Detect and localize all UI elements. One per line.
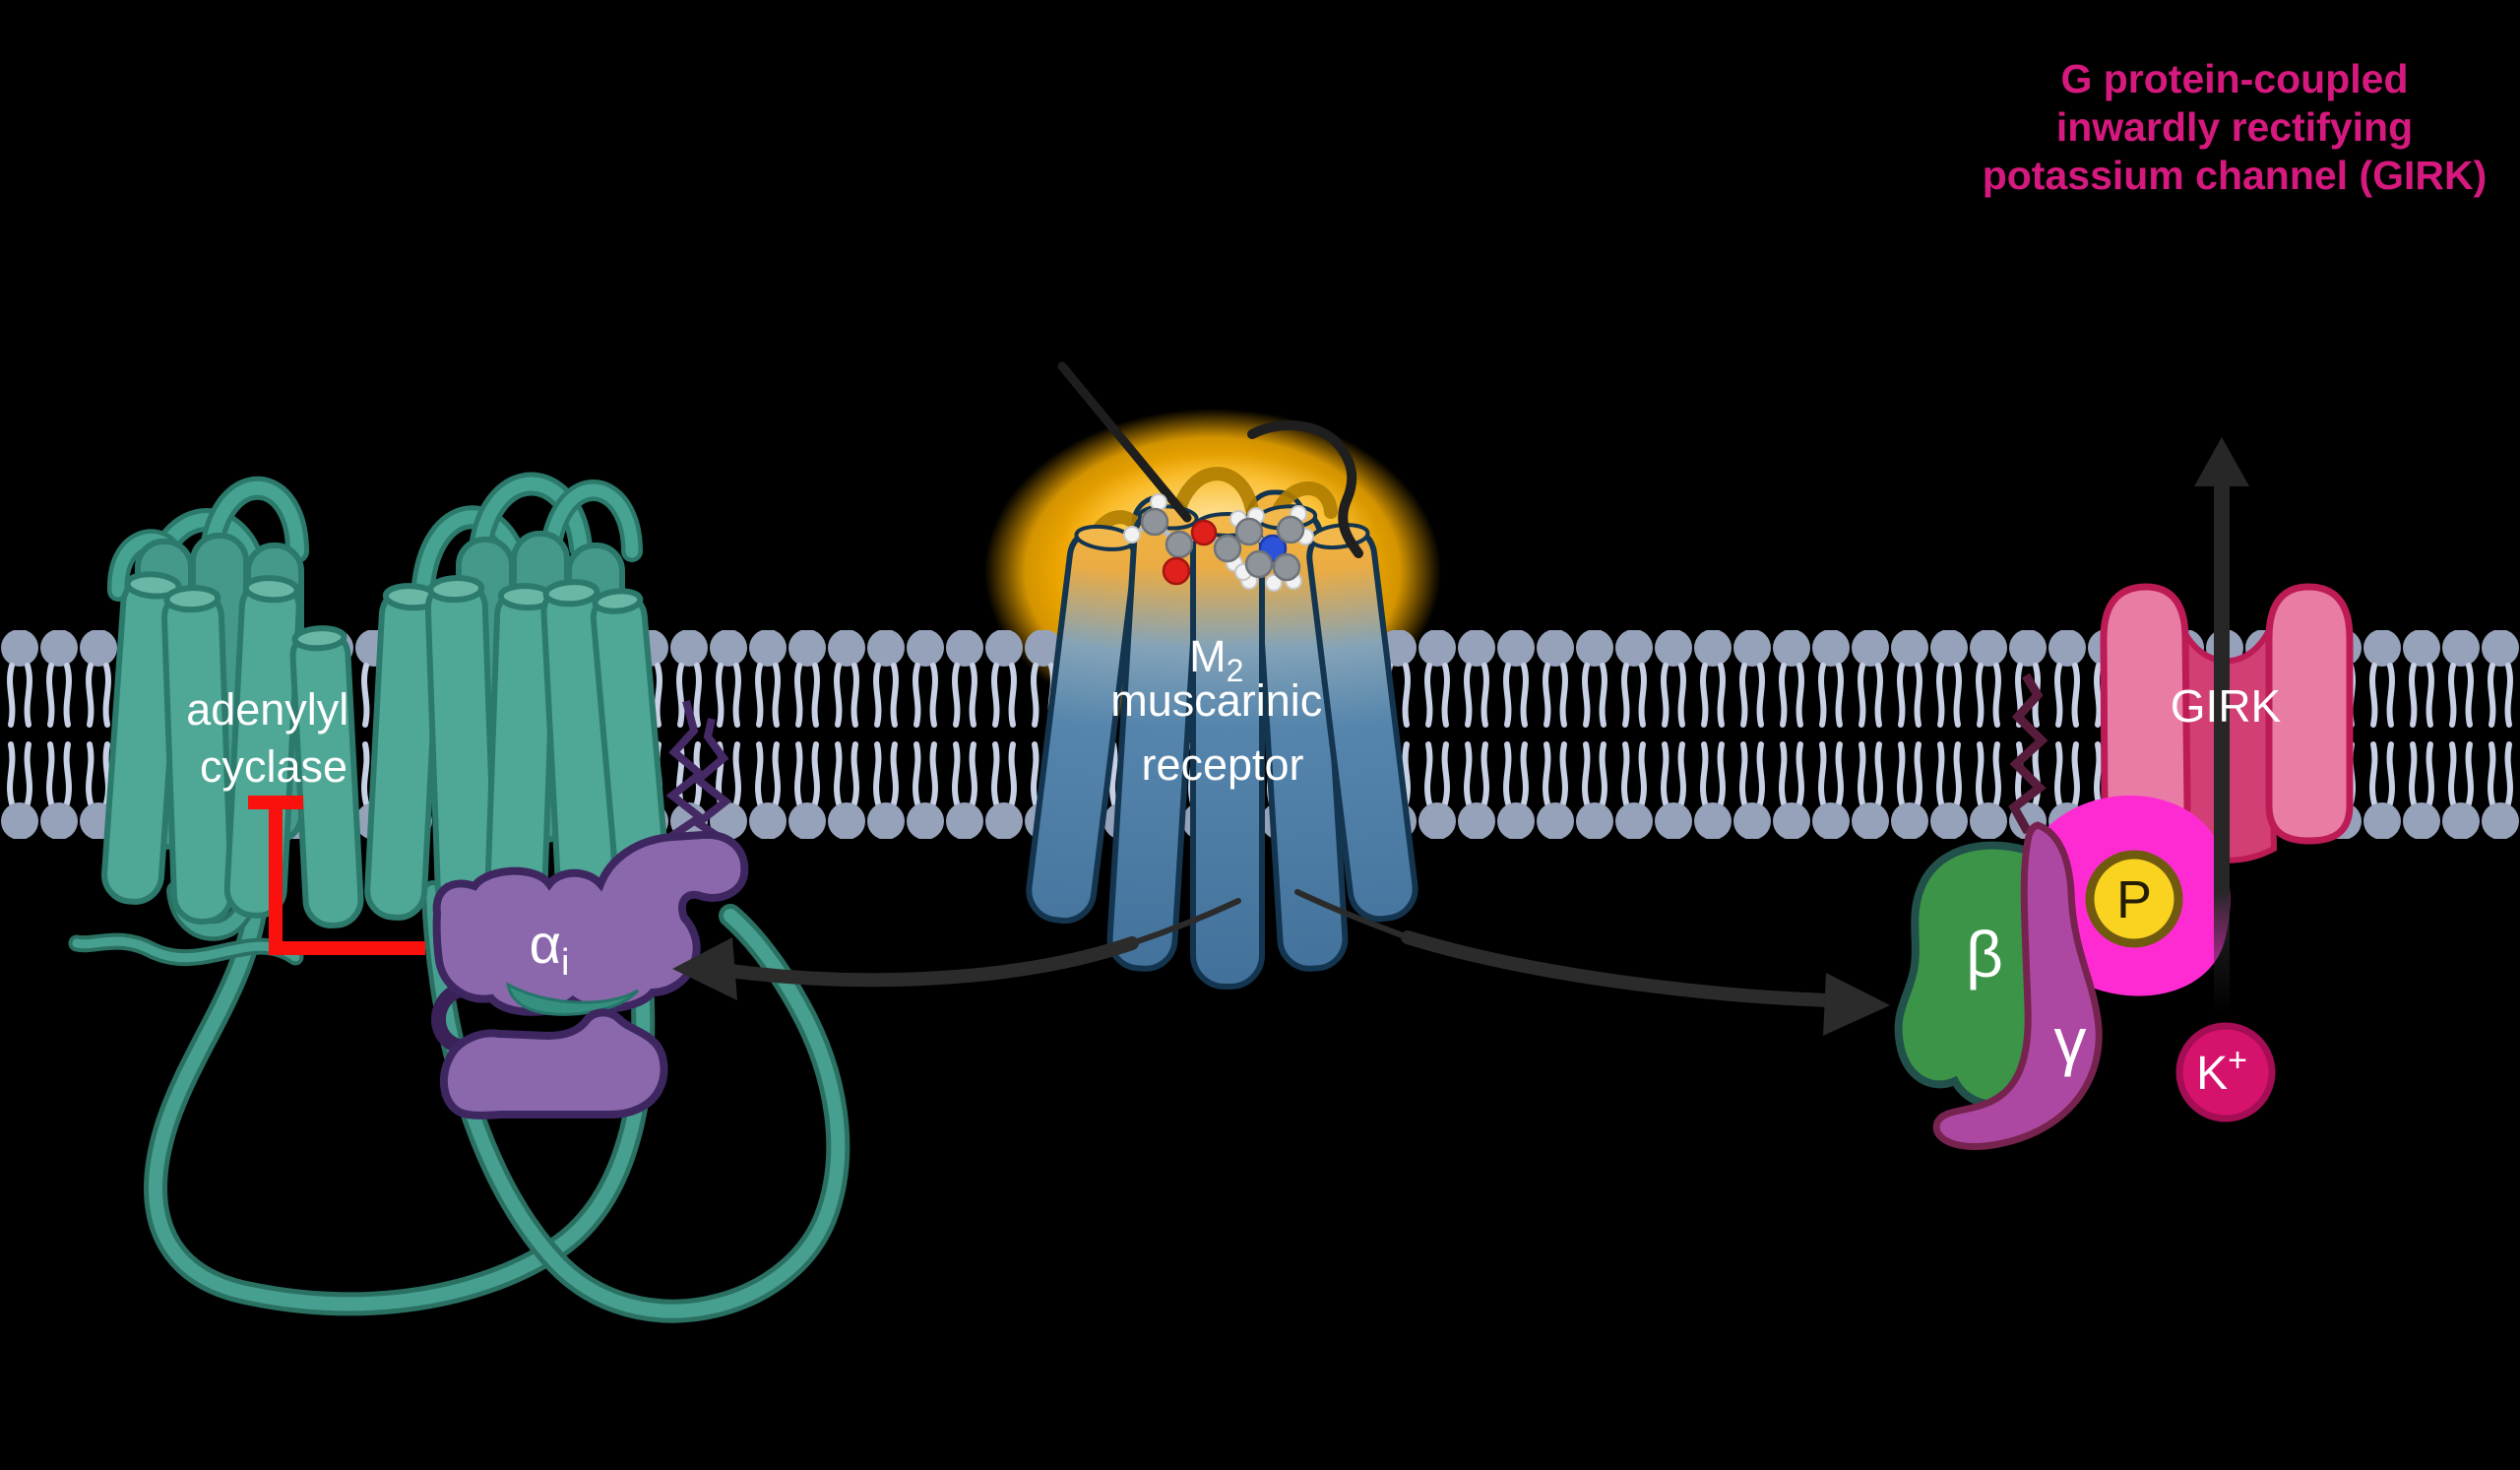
oxygen-atom <box>1190 519 1218 546</box>
potassium-ion <box>2175 1022 2276 1122</box>
hydrogen-atoms <box>1123 493 1314 592</box>
activation-arrow-left <box>672 898 1241 1000</box>
receptor-n-terminus-hook <box>1247 420 1363 558</box>
carbon-atom <box>1140 507 1169 537</box>
label-phosphate: P <box>2116 870 2152 929</box>
label-potassium: K+ <box>2196 1042 2247 1100</box>
activation-arrow-right <box>1294 889 1890 1036</box>
g-gamma-subunit <box>1932 821 2103 1151</box>
title-line-2: inwardly rectifying <box>2055 104 2414 150</box>
label-g-alpha: αi <box>530 913 570 984</box>
carbon-atom <box>1244 549 1274 579</box>
labels: adenylyl cyclase M2 muscarinic receptor … <box>186 631 2281 1100</box>
girk-right-lobe <box>2265 583 2354 845</box>
carbon-atom <box>1276 515 1305 544</box>
g-gamma-lipid-anchor <box>2008 672 2048 835</box>
title-line-1: G protein-coupled <box>2060 56 2409 101</box>
potassium-flux-arrow <box>2194 437 2249 1012</box>
carbon-atom <box>1272 552 1301 582</box>
carbon-atom <box>1213 534 1242 563</box>
adenylyl-cyclase-front-helices <box>101 571 670 928</box>
carbon-atom <box>1234 517 1264 546</box>
adenylyl-cyclase-sliver <box>506 982 640 1016</box>
carbon-atom <box>1165 530 1194 559</box>
inhibition-tbar-connector <box>248 796 425 955</box>
label-adenylyl-cyclase: adenylyl cyclase <box>186 684 361 792</box>
phosphate-badge <box>2085 850 2183 948</box>
g-alpha-upper-lobe <box>432 830 749 1016</box>
pointer-line <box>1057 361 1192 523</box>
title-line-3: potassium channel (GIRK) <box>1982 153 2488 198</box>
oxygen-atom <box>1162 556 1191 586</box>
label-m2-receptor: M2 muscarinic receptor <box>1110 631 1335 790</box>
label-girk: GIRK <box>2171 680 2282 732</box>
acetylcholine-molecule <box>1123 493 1314 592</box>
g-alpha-lower-lobe <box>439 1008 668 1119</box>
g-alpha-link <box>431 983 467 1054</box>
label-g-gamma: γ <box>2054 1004 2087 1077</box>
diagram-title: G protein-coupled inwardly rectifying po… <box>1977 55 2492 200</box>
receptor-helices <box>1026 504 1418 990</box>
gi-alpha-subunit <box>431 699 749 1119</box>
heavy-atoms <box>1140 507 1305 586</box>
label-g-beta: β <box>1966 918 2003 991</box>
